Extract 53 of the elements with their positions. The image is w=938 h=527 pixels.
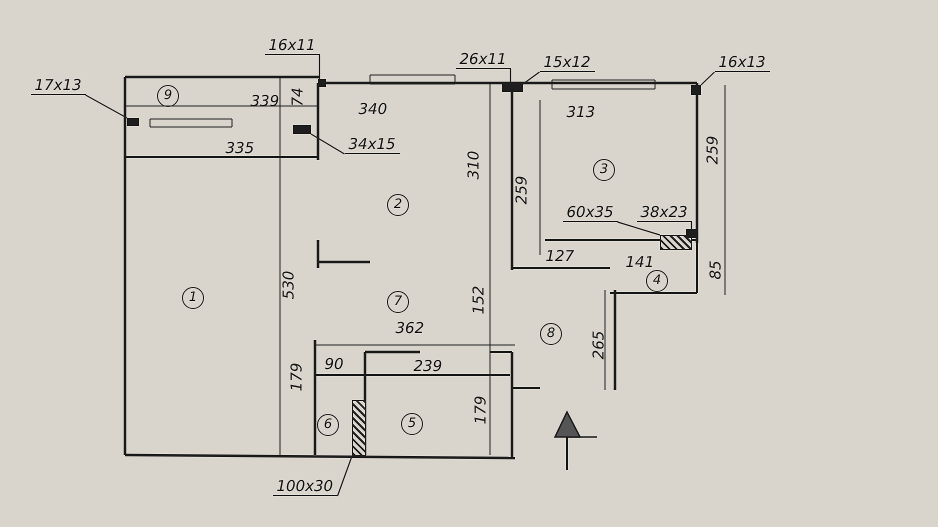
leader-line [336, 456, 353, 496]
dimension-label: 179 [288, 362, 304, 392]
column [691, 85, 701, 95]
dimension-label: 127 [546, 248, 574, 264]
dimension-label: 335 [226, 140, 254, 156]
dimension-label: 239 [414, 358, 442, 374]
dimension-label: 74 [289, 87, 306, 107]
callout-label: 16x11 [264, 37, 320, 55]
dimension-label: 179 [472, 396, 488, 424]
hatched-column [660, 235, 692, 250]
callout-label: 38x23 [636, 204, 692, 222]
leader-line [310, 133, 345, 155]
room-number: 4 [646, 270, 668, 292]
room-number: 3 [593, 159, 615, 181]
room-number: 6 [317, 414, 339, 436]
dimension-label: 530 [280, 270, 296, 300]
column [686, 229, 698, 238]
callout-label: 100x30 [272, 478, 338, 496]
room-number: 8 [540, 323, 562, 345]
dimension-label: 259 [512, 176, 529, 204]
hatched-column [352, 400, 366, 456]
callout-label: 60x35 [562, 204, 618, 222]
column [127, 118, 139, 126]
room-number: 9 [157, 85, 179, 107]
leader-line [510, 69, 512, 84]
callout-label: 26x11 [456, 51, 511, 69]
dimension-label: 362 [396, 320, 424, 336]
leader-line [522, 72, 540, 84]
column [318, 79, 326, 87]
dimension-label: 90 [324, 356, 344, 372]
dimension-label: 313 [566, 104, 596, 120]
room-number: 1 [182, 287, 204, 309]
column [513, 84, 523, 92]
room-number: 5 [401, 413, 423, 435]
column [293, 125, 311, 134]
leader-line [85, 94, 128, 119]
dimension-label: 141 [626, 254, 654, 270]
dimension-label: 85 [707, 260, 724, 280]
room-number: 2 [387, 194, 409, 216]
dimension-label: 265 [590, 330, 606, 360]
callout-label: 15x12 [540, 54, 595, 72]
callout-label: 16x13 [714, 54, 770, 72]
dimension-label: 259 [704, 136, 720, 164]
callout-label: 17x13 [30, 77, 86, 95]
callout-label: 34x15 [344, 136, 400, 154]
dimension-label: 152 [470, 286, 486, 314]
room-number: 7 [387, 291, 409, 313]
leader-line [617, 221, 660, 236]
leader-line [700, 72, 715, 86]
dimension-label: 310 [464, 150, 481, 180]
leader-line [318, 55, 320, 79]
dimension-label: 340 [358, 101, 388, 117]
column [502, 84, 512, 92]
